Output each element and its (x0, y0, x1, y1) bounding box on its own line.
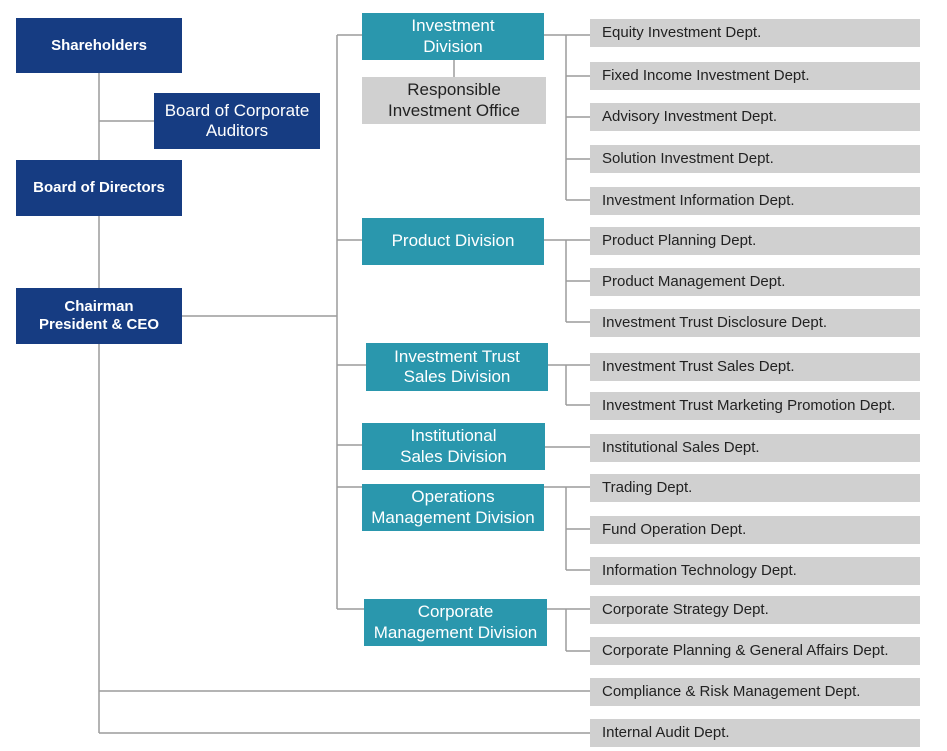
department-box: Trading Dept. (590, 474, 920, 502)
department-box: Product Planning Dept. (590, 227, 920, 255)
division-investment: Investment Division (362, 13, 544, 60)
department-label: Investment Trust Marketing Promotion Dep… (602, 397, 896, 414)
department-label: Advisory Investment Dept. (602, 108, 778, 125)
department-box: Investment Trust Sales Dept. (590, 353, 920, 381)
department-box: Product Management Dept. (590, 268, 920, 296)
department-box: Information Technology Dept. (590, 557, 920, 585)
department-label: Corporate Planning & General Affairs Dep… (602, 642, 889, 659)
department-box: Fund Operation Dept. (590, 516, 920, 544)
division-institutional-sales: Institutional Sales Division (362, 423, 545, 470)
department-label: Investment Trust Disclosure Dept. (602, 314, 828, 331)
department-label: Corporate Strategy Dept. (602, 601, 769, 618)
ceo-box: Chairman President & CEO (16, 288, 182, 344)
board-of-directors-box: Board of Directors (16, 160, 182, 216)
division-label: Investment Trust Sales Division (394, 346, 520, 386)
department-label: Investment Trust Sales Dept. (602, 358, 795, 375)
department-label: Fixed Income Investment Dept. (602, 67, 810, 84)
board-of-corporate-auditors-label: Board of Corporate Auditors (164, 100, 310, 140)
compliance-risk-management-dept: Compliance & Risk Management Dept. (590, 678, 920, 706)
division-label: Operations Management Division (371, 487, 535, 527)
department-box: Corporate Strategy Dept. (590, 596, 920, 624)
department-box: Advisory Investment Dept. (590, 103, 920, 131)
division-label: Investment Division (411, 16, 495, 56)
department-box: Equity Investment Dept. (590, 19, 920, 47)
department-box: Investment Information Dept. (590, 187, 920, 215)
internal-audit-dept: Internal Audit Dept. (590, 719, 920, 747)
department-box: Fixed Income Investment Dept. (590, 62, 920, 90)
division-product: Product Division (362, 218, 544, 265)
division-corporate-management: Corporate Management Division (364, 599, 547, 646)
department-box: Solution Investment Dept. (590, 145, 920, 173)
division-operations-management: Operations Management Division (362, 484, 544, 531)
department-box: Investment Trust Disclosure Dept. (590, 309, 920, 337)
department-label: Investment Information Dept. (602, 192, 795, 209)
department-label: Equity Investment Dept. (602, 24, 762, 41)
shareholders-box: Shareholders (16, 18, 182, 73)
department-label: Internal Audit Dept. (602, 724, 730, 741)
department-label: Compliance & Risk Management Dept. (602, 683, 861, 700)
department-label: Product Management Dept. (602, 273, 786, 290)
department-label: Information Technology Dept. (602, 562, 797, 579)
department-label: Fund Operation Dept. (602, 521, 747, 538)
division-investment-trust-sales: Investment Trust Sales Division (366, 343, 548, 391)
department-box: Corporate Planning & General Affairs Dep… (590, 637, 920, 665)
department-label: Institutional Sales Dept. (602, 439, 760, 456)
division-label: Corporate Management Division (373, 602, 538, 642)
division-label: Institutional Sales Division (400, 426, 507, 466)
department-box: Investment Trust Marketing Promotion Dep… (590, 392, 920, 420)
division-label: Product Division (391, 231, 515, 251)
department-box: Institutional Sales Dept. (590, 434, 920, 462)
board-of-directors-label: Board of Directors (33, 179, 165, 196)
responsible-investment-office: Responsible Investment Office (362, 77, 546, 124)
department-label: Trading Dept. (602, 479, 693, 496)
department-label: Product Planning Dept. (602, 232, 757, 249)
ceo-label: Chairman President & CEO (38, 298, 160, 333)
department-label: Solution Investment Dept. (602, 150, 774, 167)
office-label: Responsible Investment Office (388, 80, 520, 120)
board-of-corporate-auditors-box: Board of Corporate Auditors (154, 93, 320, 149)
shareholders-label: Shareholders (51, 36, 147, 54)
